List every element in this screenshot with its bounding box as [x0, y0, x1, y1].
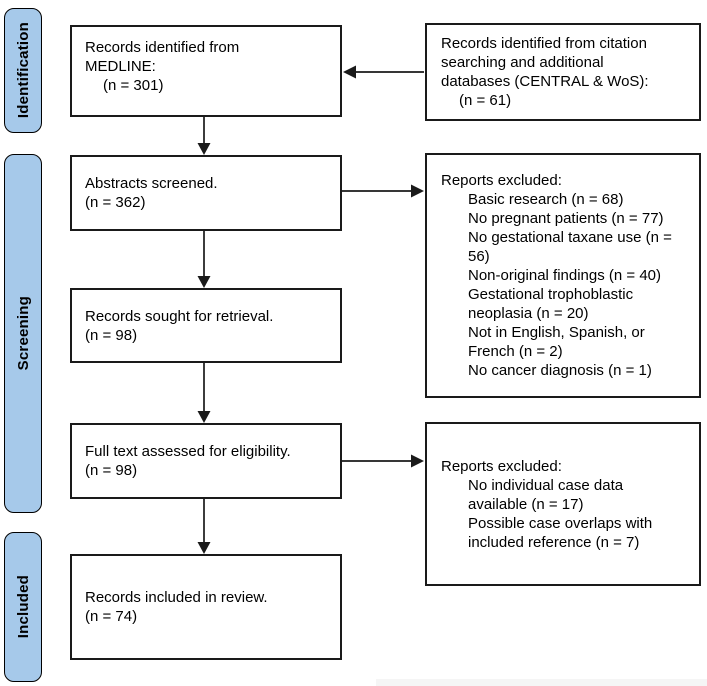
box-text-line: Records included in review.: [85, 589, 268, 606]
box-records-included-review: Records included in review. (n = 74): [70, 554, 342, 660]
box-heading: Reports excluded:: [441, 457, 562, 475]
arrow-fulltext-to-excluded2: [342, 454, 424, 468]
box-reports-excluded-eligibility: Reports excluded: No individual case dat…: [425, 422, 701, 586]
count-text: (n = 61): [459, 92, 512, 109]
box-records-sought-retrieval: Records sought for retrieval. (n = 98): [70, 288, 342, 363]
box-fulltext-assessed: Full text assessed for eligibility. (n =…: [70, 423, 342, 499]
stage-included: Included: [4, 532, 42, 682]
box-text-line: MEDLINE:: [85, 58, 156, 75]
excluded-reason: Gestational trophoblastic neoplasia (n =…: [468, 286, 634, 322]
count-text: (n = 74): [85, 608, 138, 625]
arrow-fulltext-to-included: [197, 499, 211, 554]
arrow-screened-to-retrieval: [197, 231, 211, 288]
box-abstracts-screened: Abstracts screened. (n = 362): [70, 155, 342, 231]
box-text-line: Abstracts screened.: [85, 175, 218, 192]
stage-identification: Identification: [4, 8, 42, 133]
bottom-partial-element: [376, 679, 707, 686]
count-text: (n = 98): [85, 326, 138, 344]
box-text-line: Full text assessed for eligibility.: [85, 443, 291, 460]
stage-screening: Screening: [4, 154, 42, 513]
box-text-line: Records identified from citation: [441, 35, 647, 52]
count-text: (n = 362): [85, 194, 146, 211]
box-records-identified-medline: Records identified from MEDLINE: (n = 30…: [70, 25, 342, 117]
arrow-medline-to-screened: [197, 117, 211, 155]
excluded-reason: Possible case overlaps with included ref…: [468, 514, 653, 551]
count-text: (n = 301): [103, 77, 164, 94]
stage-identification-label: Identification: [14, 22, 32, 119]
excluded-reason: No cancer diagnosis (n = 1): [468, 362, 652, 379]
arrow-retrieval-to-fulltext: [197, 363, 211, 423]
box-text-line: searching and additional: [441, 54, 604, 71]
count-text: (n = 98): [85, 462, 138, 479]
arrow-citation-to-medline: [343, 65, 424, 79]
box-records-citation-databases: Records identified from citation searchi…: [425, 23, 701, 121]
box-heading: Reports excluded:: [441, 172, 562, 189]
excluded-reason: Non-original findings (n = 40): [468, 267, 662, 284]
box-text-line: Records sought for retrieval.: [85, 307, 274, 325]
excluded-reason: No gestational taxane use (n = 56): [468, 229, 672, 265]
box-text-line: databases (CENTRAL & WoS):: [441, 73, 649, 90]
box-reports-excluded-screening: Reports excluded: Basic research (n = 68…: [425, 153, 701, 398]
box-text-line: Records identified from: [85, 39, 240, 56]
arrow-screened-to-excluded1: [342, 184, 424, 198]
excluded-reason: Not in English, Spanish, or French (n = …: [468, 324, 645, 360]
stage-included-label: Included: [14, 575, 32, 639]
excluded-reason: Basic research (n = 68): [468, 191, 624, 208]
excluded-reason: No individual case data available (n = 1…: [468, 476, 624, 513]
stage-screening-label: Screening: [14, 296, 32, 371]
excluded-reason: No pregnant patients (n = 77): [468, 210, 664, 227]
